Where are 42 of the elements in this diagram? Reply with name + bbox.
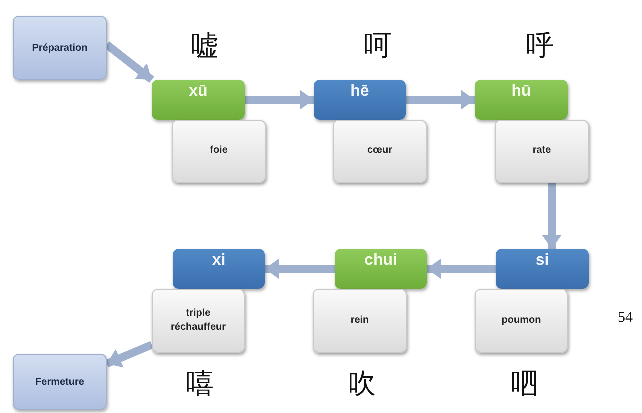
chinese-character: 呵	[364, 28, 392, 64]
node-label: hē	[350, 83, 370, 101]
syllable-box	[173, 249, 265, 289]
syllable-box	[335, 249, 427, 289]
syllable-box	[314, 80, 406, 120]
arrow	[427, 259, 496, 279]
node-label: triple réchauffeur	[170, 306, 227, 335]
organ-card	[172, 120, 266, 183]
step-box	[13, 16, 107, 80]
chinese-character: 嘘	[191, 28, 219, 64]
node-label: Préparation	[32, 42, 88, 54]
arrow	[542, 183, 562, 249]
page-number: 54	[618, 310, 633, 327]
node-label: Fermeture	[36, 376, 84, 388]
node-label: foie	[210, 144, 228, 158]
arrow	[104, 42, 154, 84]
chinese-character: 嘻	[186, 366, 214, 402]
node-label: si	[536, 252, 550, 270]
node-label: xi	[212, 252, 226, 270]
node-label: cœur	[368, 144, 392, 158]
organ-card	[313, 289, 407, 353]
chinese-character: 呼	[526, 28, 554, 64]
syllable-box	[475, 80, 568, 120]
arrow	[245, 90, 314, 110]
chinese-character: 呬	[511, 366, 539, 402]
organ-card	[475, 289, 568, 353]
arrow	[265, 259, 335, 279]
arrow	[105, 341, 154, 368]
arrow	[406, 90, 475, 110]
syllable-box	[496, 249, 589, 289]
node-label: poumon	[502, 314, 542, 328]
organ-card	[495, 120, 589, 183]
organ-card	[333, 120, 427, 183]
chinese-character: 吹	[348, 366, 376, 402]
node-label: hū	[512, 83, 532, 101]
syllable-box	[152, 80, 245, 120]
node-label: rein	[350, 314, 370, 328]
step-box	[13, 354, 107, 410]
node-label: xū	[189, 83, 208, 101]
node-label: chui	[364, 252, 398, 270]
organ-card	[152, 289, 245, 353]
node-label: rate	[532, 144, 552, 158]
